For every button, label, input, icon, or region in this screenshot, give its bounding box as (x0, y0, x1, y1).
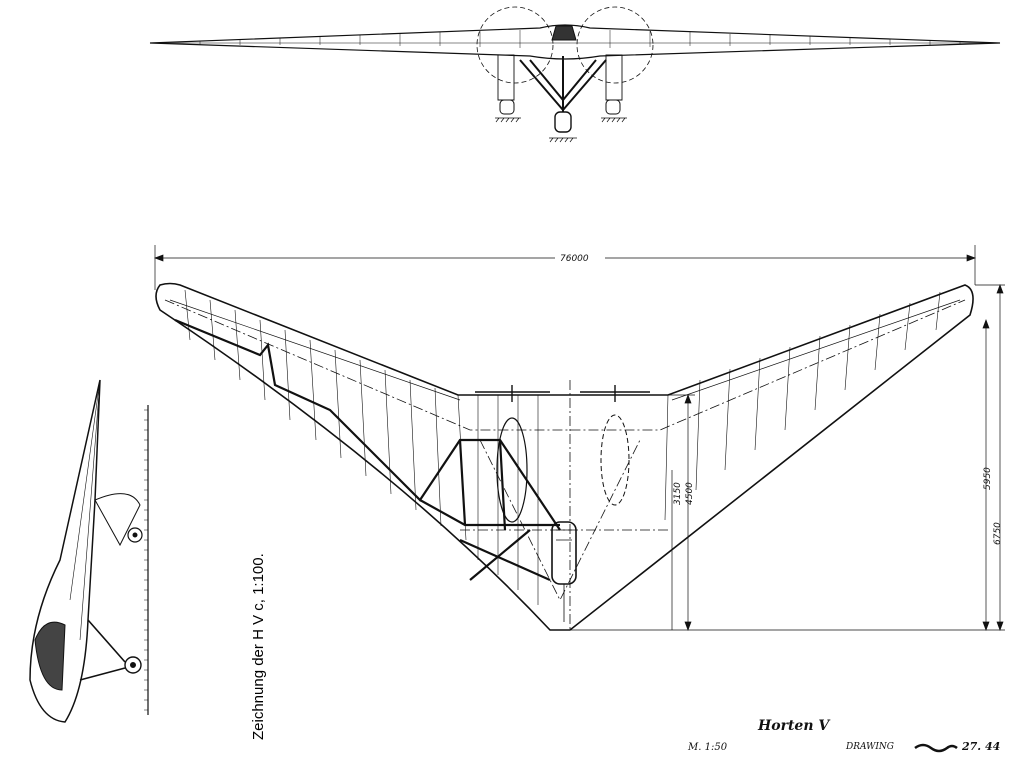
stamp-label: DRAWING (846, 742, 894, 752)
dim-5950: 5950 (983, 467, 993, 490)
drawing-caption: Zeichnung der H V c, 1:100. (250, 553, 267, 740)
span-label: 76000 (560, 254, 589, 264)
dim-6750: 6750 (993, 522, 1003, 545)
dim-4500: 4500 (685, 482, 695, 505)
stamp-signature (914, 743, 958, 753)
plan-view (155, 282, 974, 631)
scale-label: M. 1:50 (688, 742, 728, 753)
drawing-title: Horten V (758, 718, 830, 734)
side-view (29, 379, 149, 723)
front-view (149, 6, 1001, 143)
right-dimensions (570, 284, 1005, 631)
stamp-date: 27. 44 (962, 740, 1001, 753)
dim-3150: 3150 (673, 482, 683, 505)
span-dimension (154, 245, 976, 290)
